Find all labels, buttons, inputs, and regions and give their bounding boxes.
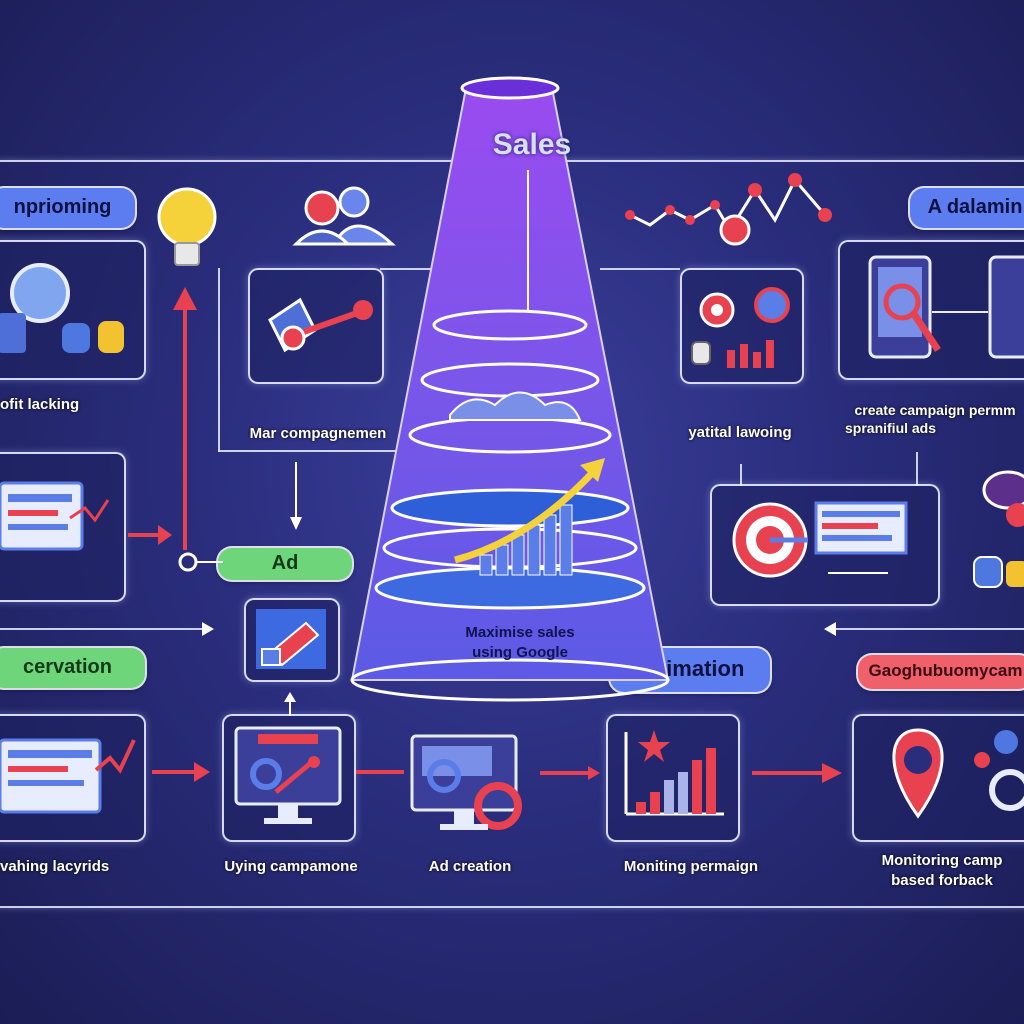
funnel-bottom-label-2: using Google — [472, 644, 568, 661]
caption-bottom-5-2: based forback — [891, 872, 993, 889]
pill-top-left[interactable]: nprioming — [0, 188, 135, 228]
tag-pointer-icon — [268, 297, 373, 353]
arrow-right-bottom-1 — [152, 762, 210, 782]
target-icon — [732, 501, 908, 578]
sales-funnel — [350, 76, 670, 702]
caption-row1-right-a: yatital lawoing — [688, 424, 792, 441]
caption-bottom-3: Ad creation — [428, 858, 512, 875]
arrow-up-icon — [173, 287, 197, 550]
people-coins-icon — [973, 470, 1024, 588]
arrow-right-small-icon — [202, 622, 214, 636]
connector-node — [178, 552, 223, 572]
location-pin-icon — [892, 728, 1024, 819]
ad-creation-icon — [410, 734, 522, 830]
arrow-right-bottom-4 — [752, 763, 842, 783]
tablet-search-icon — [868, 255, 1024, 359]
connector-mid-right — [832, 628, 1024, 630]
caption-row1-left: ofit lacking — [0, 396, 80, 413]
connector-right-v1 — [740, 464, 742, 486]
funnel-bottom-label-1: Maximise sales — [465, 624, 575, 641]
ad-image-icon — [256, 609, 326, 669]
arrow-left-small-icon — [824, 622, 836, 636]
keywords-report-icon — [0, 738, 136, 814]
arrow-right-icon — [128, 525, 172, 545]
connector-left-bottom — [218, 450, 398, 452]
report-icon — [0, 481, 110, 551]
monitor-gear-icon — [234, 726, 342, 824]
analytics-icons — [691, 287, 790, 368]
pill-ad[interactable]: Ad — [218, 548, 352, 580]
magnifier-icon — [0, 263, 124, 353]
connector-right-v2 — [916, 452, 918, 486]
arrow-right-bottom-2 — [356, 770, 404, 774]
connector-top-mid — [380, 268, 464, 270]
connector-left-vertical — [218, 268, 220, 452]
caption-bottom-2: Uying campamone — [224, 858, 358, 875]
connector-top-right — [600, 268, 680, 270]
arrow-down-icon — [290, 462, 302, 530]
pill-left-mid[interactable]: cervation — [0, 648, 145, 688]
pill-right-mid[interactable]: Gaoghubuomycam — [858, 655, 1024, 689]
caption-row1-mid: Mar compagnemen — [249, 425, 387, 442]
panel-bottom-4 — [606, 714, 740, 842]
users-gear-icon — [292, 186, 396, 246]
arrow-up-small-icon — [284, 692, 296, 716]
arrow-right-bottom-3 — [540, 766, 600, 780]
funnel-top-label: Sales — [492, 128, 572, 161]
caption-bottom-5-1: Monitoring camp — [881, 852, 1003, 869]
caption-row1-right-b-1: create campaign permm — [854, 402, 1016, 418]
connector-mid-left — [0, 628, 205, 630]
caption-bottom-4: Moniting permaign — [623, 858, 759, 875]
bar-chart-icon — [624, 730, 724, 816]
line-chart-icon — [625, 173, 832, 246]
caption-row1-right-b-2: spranifiul ads — [845, 420, 937, 436]
caption-bottom-1: vahing lacyrids — [0, 858, 110, 875]
lightbulb-icon — [157, 187, 217, 266]
pill-top-right[interactable]: A dalamin — [910, 188, 1024, 228]
